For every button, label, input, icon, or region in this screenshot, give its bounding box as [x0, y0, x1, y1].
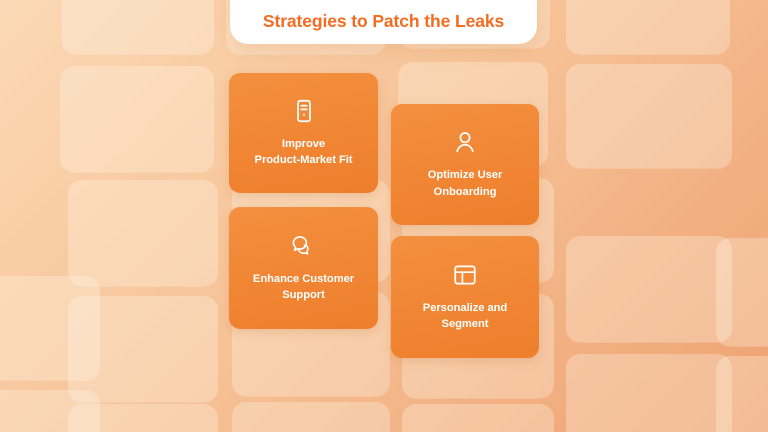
- user-person-icon: [452, 129, 478, 155]
- background-ghost-card: [0, 276, 100, 380]
- background-ghost-card: [566, 0, 730, 54]
- page-title: Strategies to Patch the Leaks: [262, 11, 505, 31]
- strategy-card-enhance-customer-support[interactable]: Enhance Customer Support: [229, 207, 378, 329]
- background-ghost-card: [566, 354, 732, 432]
- background-ghost-card: [402, 404, 554, 432]
- background-ghost-card: [566, 236, 732, 342]
- strategy-card-label: Improve Product-Market Fit: [254, 137, 353, 166]
- background-ghost-card: [716, 356, 768, 432]
- strategy-card-optimize-user-onboarding[interactable]: Optimize User Onboarding: [391, 104, 539, 225]
- background-ghost-card: [60, 66, 214, 172]
- background-ghost-card: [566, 64, 732, 168]
- background-ghost-card: [68, 404, 218, 432]
- background-ghost-card: [232, 402, 390, 432]
- strategy-card-personalize-and-segment[interactable]: Personalize and Segment: [391, 236, 539, 358]
- strategy-card-label: Personalize and Segment: [422, 301, 508, 330]
- server-tower-icon: [291, 98, 317, 124]
- strategy-card-label: Enhance Customer Support: [252, 272, 355, 301]
- background-ghost-card: [68, 296, 218, 402]
- background-ghost-card: [716, 238, 768, 346]
- background-ghost-card: [68, 180, 218, 286]
- title-banner: Strategies to Patch the Leaks: [230, 0, 537, 44]
- strategy-card-label: Optimize User Onboarding: [427, 169, 503, 198]
- layout-grid-icon: [452, 262, 478, 288]
- background-ghost-card: [62, 0, 214, 54]
- chat-bubbles-icon: [291, 233, 317, 259]
- strategy-card-improve-product-market-fit[interactable]: Improve Product-Market Fit: [229, 73, 378, 193]
- background-ghost-card: [0, 390, 100, 432]
